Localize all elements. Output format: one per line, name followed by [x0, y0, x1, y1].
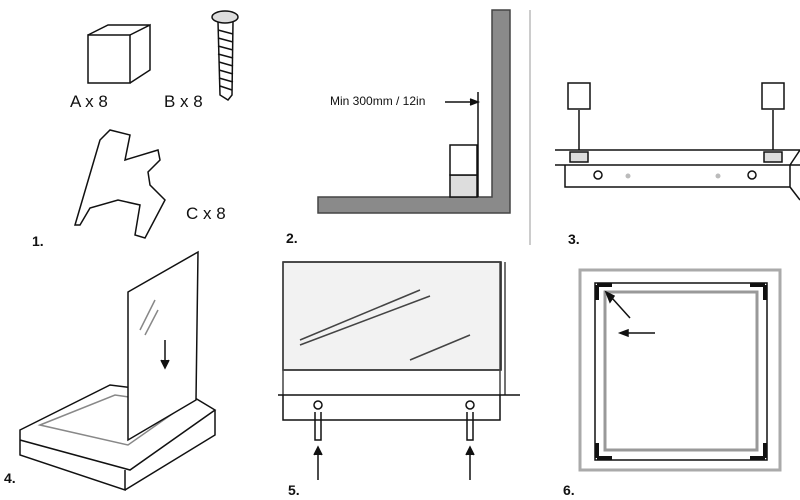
clearance-label: Min 300mm / 12in	[330, 94, 426, 108]
frame-top-view	[578, 268, 782, 472]
part-a-label: A x 8	[70, 92, 108, 111]
step-4-number: 4.	[4, 470, 16, 486]
step-3-number: 3.	[568, 231, 580, 247]
glass-insertion	[19, 250, 217, 492]
frame-with-clips	[555, 82, 800, 201]
glass-screw-fixing	[278, 261, 520, 480]
step-1-number: 1.	[32, 233, 44, 249]
part-c-label: C x 8	[186, 204, 226, 223]
step-5-number: 5.	[288, 482, 300, 498]
part-b-label: B x 8	[164, 92, 203, 111]
step-6-number: 6.	[563, 482, 575, 498]
step-2-number: 2.	[286, 230, 298, 246]
part-b-screw	[211, 10, 239, 101]
part-c-bracket	[73, 129, 166, 239]
part-a-clip	[87, 23, 151, 84]
wall-floor-section	[317, 9, 511, 214]
